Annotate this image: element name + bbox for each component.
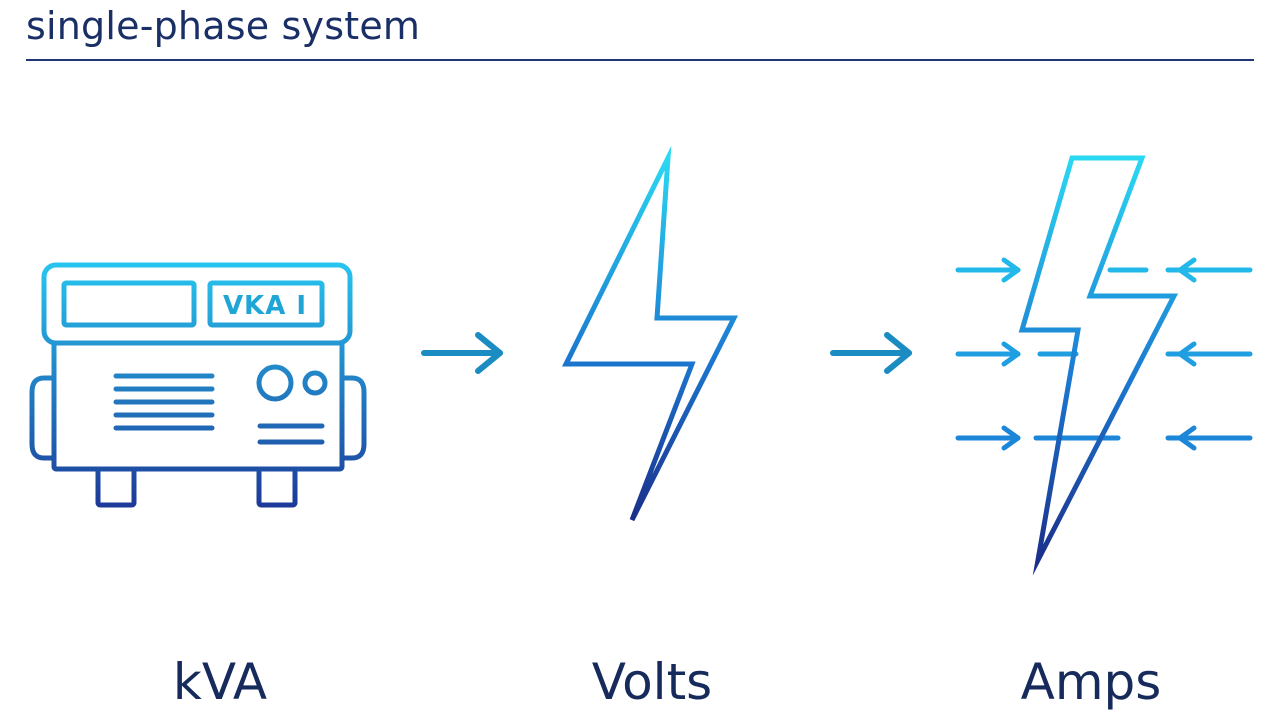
node-label-volts: Volts [591, 653, 713, 711]
page-title: single-phase system [26, 4, 421, 48]
generator-icon [29, 262, 367, 508]
node-label-kva: kVA [172, 653, 268, 711]
arrow-kva-to-volts [421, 332, 503, 374]
title-divider [26, 59, 1254, 61]
current-flow-lines-icon [955, 257, 1253, 451]
lightning-bolt-icon [561, 145, 739, 522]
node-label-amps: Amps [1020, 653, 1162, 711]
arrow-volts-to-amps [830, 332, 912, 374]
lightning-bolt-current-icon [1018, 155, 1179, 576]
generator-panel-text: VKA I [223, 291, 307, 321]
